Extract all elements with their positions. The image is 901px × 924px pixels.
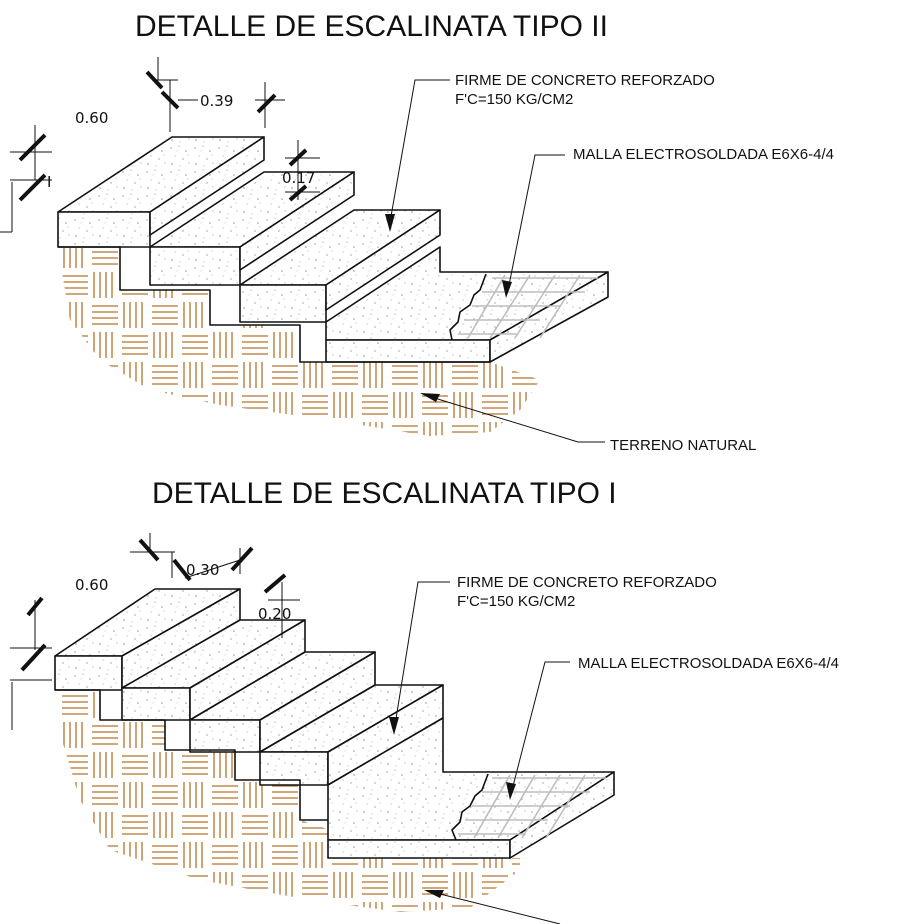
stair-detail-tipo-ii: DETALLE DE ESCALINATA TIPO II [0,10,834,454]
step-blocks-tipo-ii [57,136,609,363]
mesh-detail-tipo-i [451,773,606,841]
callout-mesh-tipo-i: MALLA ELECTROSOLDADA E6X6-4/4 [578,655,839,672]
callouts-tipo-i: FIRME DE CONCRETO REFORZADO F'C=150 KG/C… [389,574,839,924]
title-tipo-i: DETALLE DE ESCALINATA TIPO I [152,477,617,510]
mesh-detail-tipo-ii [449,273,598,341]
callouts-tipo-ii: FIRME DE CONCRETO REFORZADO F'C=150 KG/C… [385,72,834,454]
title-tipo-ii: DETALLE DE ESCALINATA TIPO II [135,10,608,43]
callout-mesh-tipo-ii: MALLA ELECTROSOLDADA E6X6-4/4 [573,146,834,163]
soil-hatch-tipo-ii [58,248,540,436]
dim-thickness-tipo-ii: I [47,173,51,191]
callout-concrete-line1-tipo-i: FIRME DE CONCRETO REFORZADO [457,574,717,591]
dimensions-tipo-i: 0.60 0.30 0.20 [10,533,300,730]
callout-concrete-line2-tipo-i: F'C=150 KG/CM2 [457,593,575,610]
dim-riser-tipo-i: 0.20 [258,605,291,623]
dim-riser-tipo-ii: 0.17 [282,169,315,187]
dim-width-tipo-ii: 0.60 [75,109,108,127]
dimensions-tipo-ii: 0.60 0.39 0.17 I [0,57,320,233]
callout-concrete-line2-tipo-ii: F'C=150 KG/CM2 [455,91,573,108]
dim-tread-tipo-i: 0.30 [186,561,219,579]
stair-detail-tipo-i: DETALLE DE ESCALINATA TIPO I [10,477,839,924]
dim-width-tipo-i: 0.60 [75,576,108,594]
step-blocks-tipo-i [54,588,615,859]
callout-concrete-line1-tipo-ii: FIRME DE CONCRETO REFORZADO [455,72,715,89]
soil-hatch-tipo-i [58,690,520,912]
callout-ground-tipo-ii: TERRENO NATURAL [610,437,756,454]
dim-tread-tipo-ii: 0.39 [200,92,233,110]
